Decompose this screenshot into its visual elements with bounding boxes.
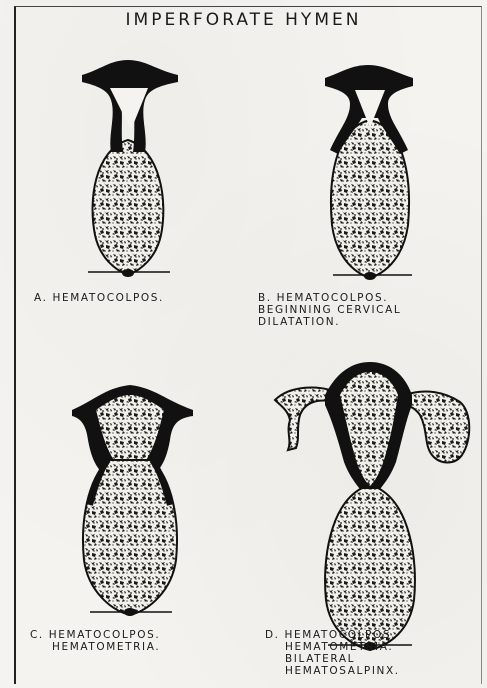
panel-b-drawing [325, 65, 413, 280]
panel-a-drawing [82, 60, 178, 277]
caption-d-line-3: BILATERAL [265, 653, 400, 665]
panel-d-vagina [325, 488, 415, 650]
caption-b-line-3: DILATATION. [258, 316, 401, 328]
panel-c-drawing [72, 385, 193, 616]
caption-d-line-4: HEMATOSALPINX. [265, 665, 400, 677]
panel-d-right-tube [405, 391, 469, 462]
panel-a-vagina [93, 140, 164, 275]
caption-d-line-2: HEMATOMETRIA. [265, 641, 400, 653]
caption-b: B. HEMATOCOLPOS. BEGINNING CERVICAL DILA… [258, 292, 401, 328]
panel-d-drawing [275, 362, 469, 650]
caption-c-line-1: C. HEMATOCOLPOS. [30, 629, 160, 641]
caption-b-line-1: B. HEMATOCOLPOS. [258, 292, 401, 304]
caption-b-line-2: BEGINNING CERVICAL [258, 304, 401, 316]
caption-a: A. HEMATOCOLPOS. [34, 292, 164, 304]
caption-c-line-2: HEMATOMETRIA. [30, 641, 160, 653]
caption-d: D. HEMATOCOLPOS. HEMATOMETRIA. BILATERAL… [265, 629, 400, 677]
caption-c: C. HEMATOCOLPOS. HEMATOMETRIA. [30, 629, 160, 653]
caption-a-line-1: A. HEMATOCOLPOS. [34, 292, 164, 304]
caption-d-line-1: D. HEMATOCOLPOS. [265, 629, 400, 641]
